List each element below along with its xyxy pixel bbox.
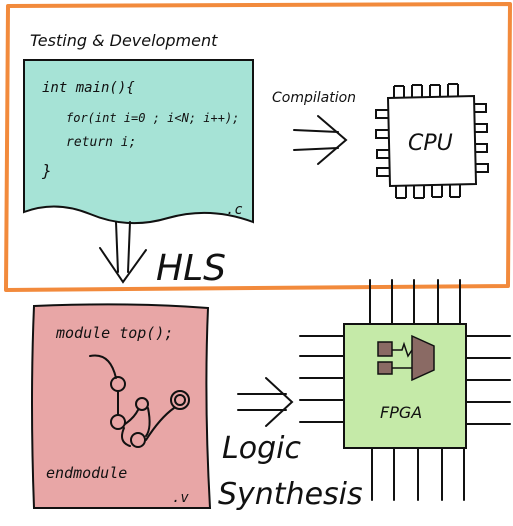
synthesis-label-line-1: Logic: [222, 431, 301, 466]
cpu-label: CPU: [408, 131, 453, 156]
compilation-arrow-icon: [293, 115, 348, 165]
c-source-file: [23, 59, 254, 225]
compilation-label: Compilation: [272, 90, 356, 106]
hls-label: HLS: [156, 248, 226, 289]
c-code-line-2: for(int i=0 ; i<N; i++);: [66, 111, 239, 125]
synthesis-arrow-icon: [237, 377, 294, 427]
verilog-file: [31, 303, 212, 509]
synthesis-label-line-2: Synthesis: [218, 477, 363, 512]
cpu-chip-icon: [375, 83, 489, 199]
fpga-label: FPGA: [380, 403, 422, 422]
frame-title: Testing & Development: [30, 31, 218, 50]
hls-arrow-icon: [99, 221, 147, 284]
logic-block-icon: [377, 334, 435, 382]
c-code-line-4: }: [41, 161, 52, 180]
c-code-line-1: int main(){: [42, 80, 135, 96]
c-file-extension: .c: [226, 202, 243, 218]
testing-development-frame: [4, 2, 512, 292]
fpga-pins: [299, 279, 511, 501]
fpga-chip: [343, 323, 467, 449]
c-code-line-3: return i;: [66, 135, 136, 150]
verilog-first-line: module top();: [55, 324, 173, 342]
state-machine-icon: [89, 354, 190, 448]
verilog-last-line: endmodule: [46, 464, 127, 482]
verilog-file-extension: .v: [172, 490, 189, 506]
